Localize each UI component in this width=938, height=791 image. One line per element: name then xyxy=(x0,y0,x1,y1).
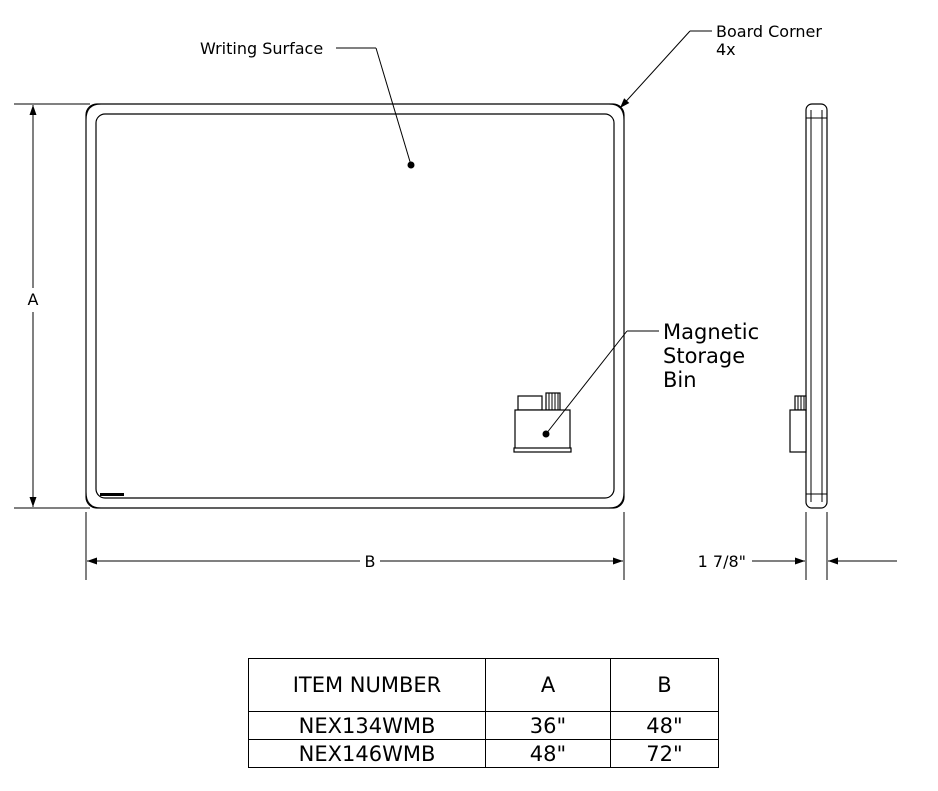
board-corner-callout: Board Corner 4x xyxy=(619,22,822,109)
cell-a: 48" xyxy=(485,739,611,768)
cell-b: 72" xyxy=(610,739,719,768)
board-side-view xyxy=(789,103,828,509)
board-front-view xyxy=(85,103,625,509)
magnetic-storage-bin xyxy=(513,392,572,453)
extension-lines xyxy=(14,103,828,580)
board-corner-bottom-right xyxy=(608,491,625,509)
whiteboard-drawing: A B 1 7/8" Writing Surface Board Corner … xyxy=(14,22,897,580)
dimension-b-label: B xyxy=(365,552,376,571)
header-b: B xyxy=(610,658,719,712)
magnetic-bin-callout: Magnetic Storage Bin xyxy=(542,320,759,438)
board-corner-label: Board Corner xyxy=(716,22,822,41)
cell-item-number: NEX134WMB xyxy=(248,711,486,740)
corner-count-label: 4x xyxy=(716,40,736,59)
cell-a: 36" xyxy=(485,711,611,740)
board-corner-bottom-left xyxy=(85,491,102,509)
item-dimensions-table: ITEM NUMBER A B NEX134WMB 36" 48" NEX146… xyxy=(248,658,719,768)
table-header-row: ITEM NUMBER A B xyxy=(248,658,719,712)
logo-strip xyxy=(100,493,124,496)
dimension-depth-label: 1 7/8" xyxy=(698,552,746,571)
dimension-depth: 1 7/8" xyxy=(698,552,897,571)
dimension-a: A xyxy=(28,105,39,507)
side-storage-bin xyxy=(789,395,807,453)
dimension-a-label: A xyxy=(28,290,39,309)
writing-surface-panel xyxy=(95,113,615,499)
cell-item-number: NEX146WMB xyxy=(248,739,486,768)
cell-b: 48" xyxy=(610,711,719,740)
table-row: NEX146WMB 48" 72" xyxy=(248,739,719,768)
writing-surface-callout: Writing Surface xyxy=(200,39,415,169)
magnetic-label-line2: Storage xyxy=(663,344,745,368)
board-corner-top-left xyxy=(85,103,102,121)
magnetic-label-line1: Magnetic xyxy=(663,320,759,344)
magnetic-label-line3: Bin xyxy=(663,368,697,392)
header-item-number: ITEM NUMBER xyxy=(248,658,486,712)
dimension-b: B xyxy=(87,552,623,571)
table-row: NEX134WMB 36" 48" xyxy=(248,711,719,740)
writing-surface-label: Writing Surface xyxy=(200,39,323,58)
header-a: A xyxy=(485,658,611,712)
